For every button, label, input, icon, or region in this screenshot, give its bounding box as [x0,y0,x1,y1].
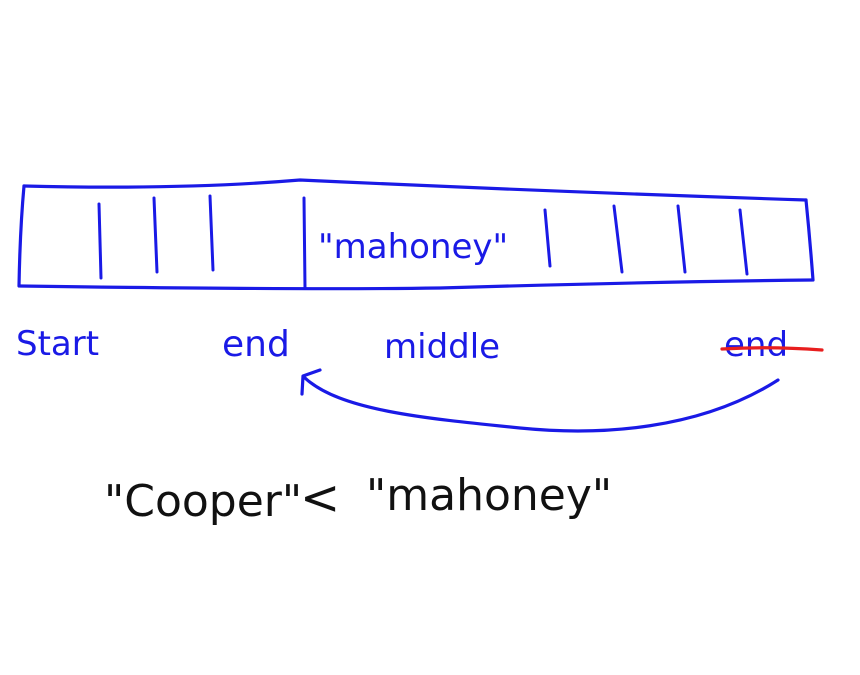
cooper-text: "Cooper" [104,476,302,527]
cell-divider-4 [302,196,307,290]
array-top-edge [22,178,808,202]
cell-divider-6 [612,204,624,274]
array-bottom-edge [18,278,814,291]
array-box [17,178,815,291]
old-end-label: end [724,325,788,365]
cell-divider-8 [738,208,749,276]
cell-divider-5 [543,208,552,268]
move-end-arrow [300,368,780,433]
cell-divider-7 [676,204,687,274]
array-cell-dividers [97,194,749,290]
array-left-edge [17,184,26,288]
start-label: Start [16,324,99,364]
less-than-operator: < [300,470,340,526]
mahoney-comparison-text: "mahoney" [366,470,612,521]
mahoney-cell-text: "mahoney" [318,227,508,267]
cell-divider-3 [208,194,215,272]
strikethrough-mark [720,346,824,352]
middle-label: middle [384,327,500,367]
arrow-curve [303,376,780,433]
cell-divider-1 [97,202,103,280]
arrow-head-icon [300,368,322,396]
cell-divider-2 [152,196,159,274]
array-right-edge [804,198,815,282]
end-label: end [222,324,290,365]
